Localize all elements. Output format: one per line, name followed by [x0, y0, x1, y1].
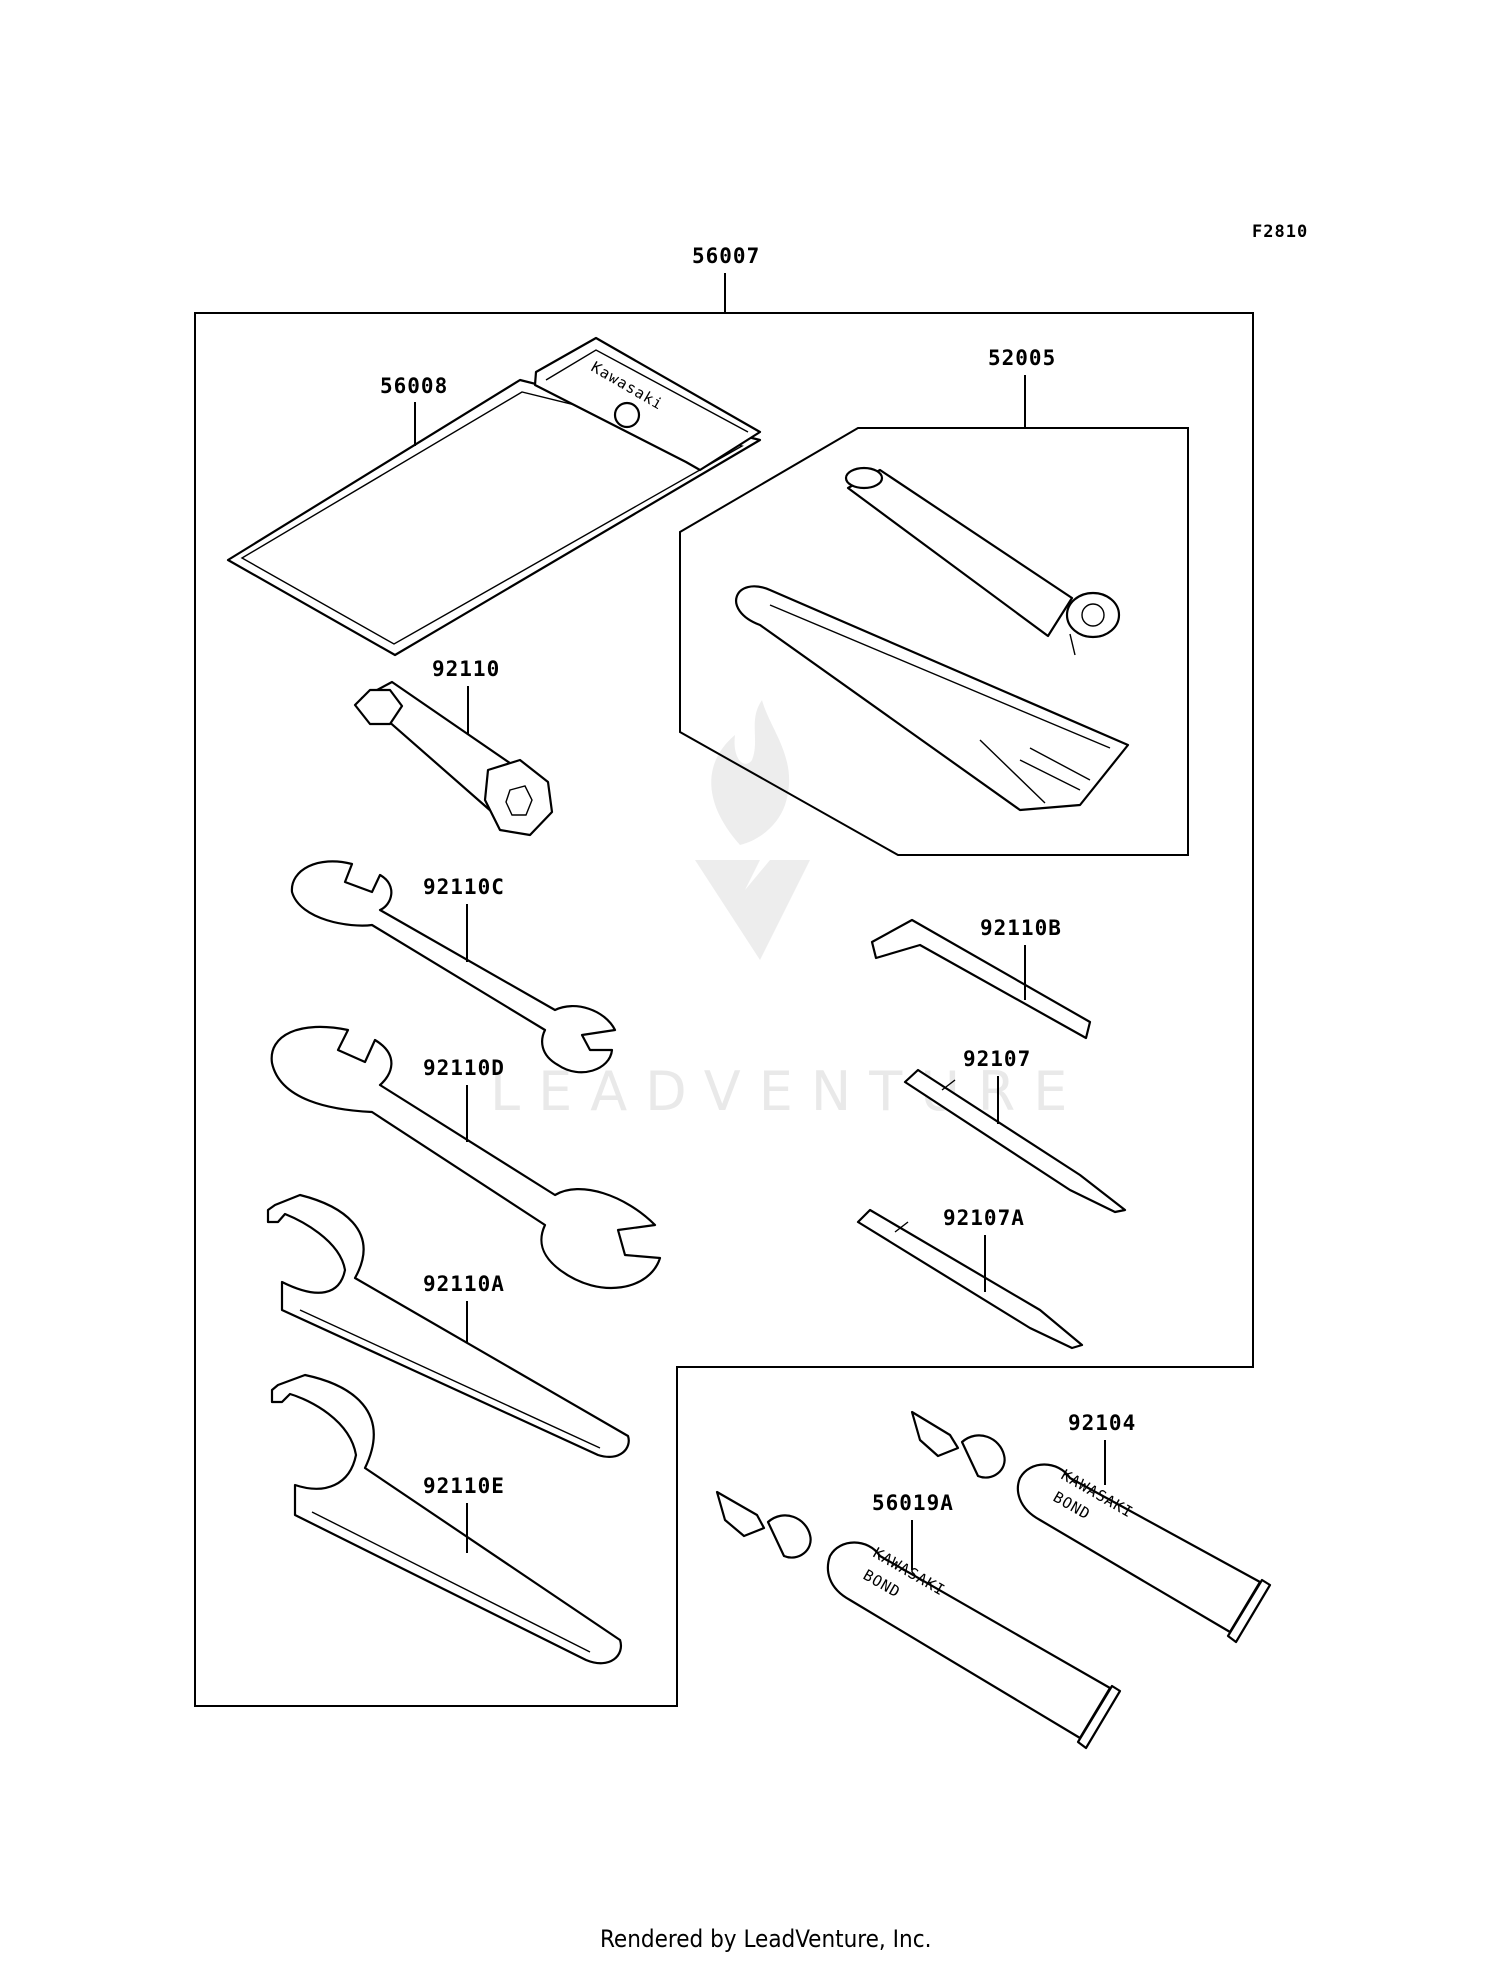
- label-56019A: 56019A: [872, 1491, 954, 1515]
- part-92110A-hook-wrench: [266, 1193, 630, 1458]
- render-credit: Rendered by LeadVenture, Inc.: [600, 1925, 931, 1953]
- figure-code: F2810: [1252, 222, 1308, 242]
- label-92110C: 92110C: [423, 875, 505, 899]
- label-92110E: 92110E: [423, 1474, 505, 1498]
- part-92110-plug-wrench: [353, 680, 554, 837]
- label-92110: 92110: [432, 657, 500, 681]
- label-92110D: 92110D: [423, 1056, 505, 1080]
- part-92110C-open-wrench: [290, 860, 617, 1074]
- label-52005: 52005: [988, 346, 1056, 370]
- label-92107A: 92107A: [943, 1206, 1025, 1230]
- part-92110D-open-wrench: [270, 1025, 662, 1290]
- label-92110B: 92110B: [980, 916, 1062, 940]
- part-92107A-screwdriver: [856, 1208, 1084, 1350]
- label-92104: 92104: [1068, 1411, 1136, 1435]
- label-56008: 56008: [380, 374, 448, 398]
- label-92107: 92107: [963, 1047, 1031, 1071]
- part-56008-pouch: Kawasaki: [226, 336, 762, 657]
- kit-boundary: [194, 312, 1254, 1707]
- part-56019A-bond-tube: KAWASAKI BOND: [715, 1490, 1122, 1750]
- spoke-wrench-tool: [844, 466, 1121, 656]
- part-92110B-hex-key: [870, 918, 1092, 1040]
- part-92107-screwdriver: [903, 1068, 1127, 1214]
- tool-bag: [735, 585, 1130, 812]
- label-92110A: 92110A: [423, 1272, 505, 1296]
- label-56007: 56007: [692, 244, 760, 268]
- part-92110E-hook-wrench: [270, 1373, 623, 1665]
- subkit-box-52005: [679, 427, 1189, 856]
